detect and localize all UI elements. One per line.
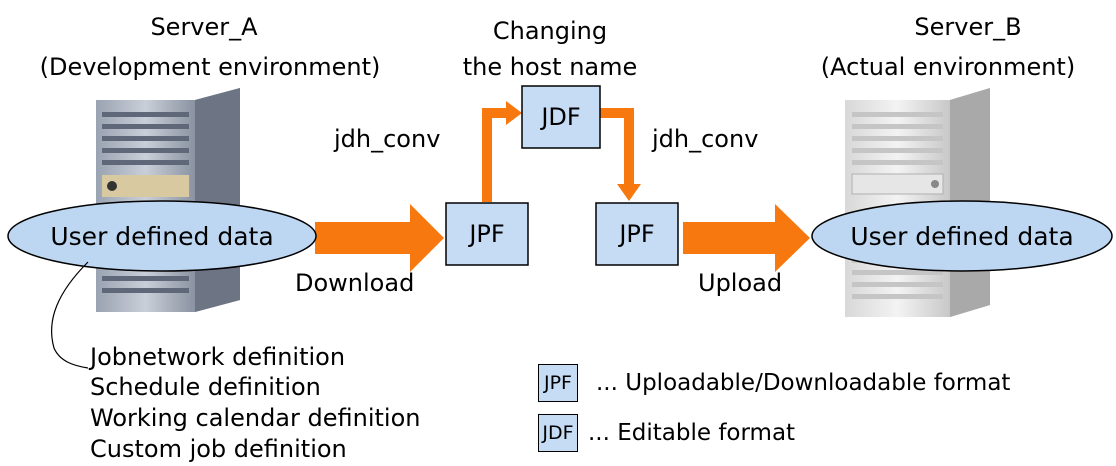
server-a-name: Server_A (150, 13, 258, 41)
definition-item: Working calendar definition (90, 404, 421, 432)
definition-item: Schedule definition (90, 373, 321, 401)
jdf-box-top (521, 85, 601, 149)
user-data-label-a: User defined data (50, 221, 274, 251)
changing-label-line2: the host name (462, 53, 638, 81)
server-a-env: (Development environment) (39, 53, 381, 81)
download-arrow (315, 204, 444, 272)
jdh-conv-label-left: jdh_conv (334, 125, 441, 153)
jdf-top-label: JDF (541, 103, 581, 131)
user-data-ellipse-a (7, 200, 317, 272)
legend-jpf-desc: ... Uploadable/Downloadable format (596, 370, 1011, 396)
conv-arrow-left (482, 101, 522, 202)
user-data-label-b: User defined data (850, 221, 1074, 251)
definition-item: Jobnetwork definition (90, 343, 346, 371)
download-label: Download (295, 269, 415, 297)
jpf-box-right (595, 202, 679, 266)
jpf-left-label: JPF (469, 220, 505, 248)
definition-item: Custom job definition (90, 435, 347, 463)
changing-label-line1: Changing (492, 17, 608, 45)
jpf-box-left (445, 202, 529, 266)
jpf-right-label: JPF (619, 220, 655, 248)
legend-jpf-key: JPF (538, 364, 578, 402)
definitions-callout-line (51, 261, 89, 369)
upload-arrow (683, 204, 810, 272)
legend-jdf-desc: ... Editable format (588, 420, 796, 446)
jdh-conv-label-right: jdh_conv (652, 125, 759, 153)
server-b-name: Server_B (914, 13, 1022, 41)
server-a-tower-icon (96, 88, 240, 312)
user-data-ellipse-b (811, 200, 1113, 272)
upload-label: Upload (698, 269, 783, 297)
legend-jdf-key: JDF (538, 414, 578, 452)
conv-arrow-right (600, 108, 641, 201)
server-b-env: (Actual environment) (820, 53, 1076, 81)
